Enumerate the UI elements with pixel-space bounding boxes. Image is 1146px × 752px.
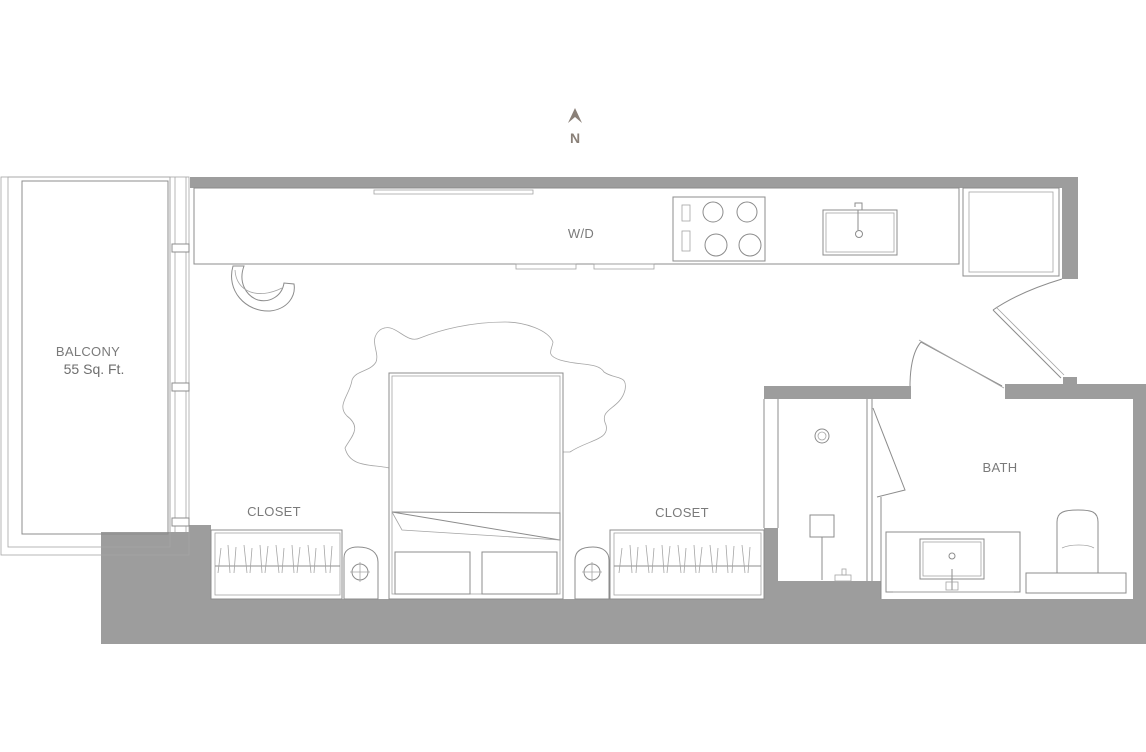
balcony-label: BALCONY <box>56 344 120 359</box>
rug <box>342 321 626 469</box>
kitchen-sink-icon <box>822 209 898 256</box>
closet-left <box>210 529 343 600</box>
closet-right-label: CLOSET <box>655 505 709 520</box>
nightstand-right <box>574 546 610 600</box>
north-arrow-icon <box>568 108 582 123</box>
bath-area <box>763 278 1127 599</box>
stove-icon <box>672 196 766 262</box>
shower-drain-icon <box>814 428 830 444</box>
balcony <box>0 176 190 556</box>
nightstand-left <box>343 546 379 600</box>
fridge-icon <box>962 187 1060 277</box>
balcony-area: 55 Sq. Ft. <box>64 361 125 377</box>
chair-icon <box>231 265 295 312</box>
compass-label: N <box>570 130 580 146</box>
closet-left-label: CLOSET <box>247 504 301 519</box>
wd-label: W/D <box>568 226 594 241</box>
kitchen-counter <box>193 187 1060 277</box>
bath-label: BATH <box>983 460 1018 475</box>
exterior-walls <box>101 177 1146 644</box>
bath-vanity <box>885 531 1021 593</box>
toilet-icon <box>1025 509 1127 594</box>
pillow-right <box>481 551 558 595</box>
bed-icon <box>388 372 564 600</box>
pillow-left <box>394 551 471 595</box>
closet-right <box>609 529 765 600</box>
